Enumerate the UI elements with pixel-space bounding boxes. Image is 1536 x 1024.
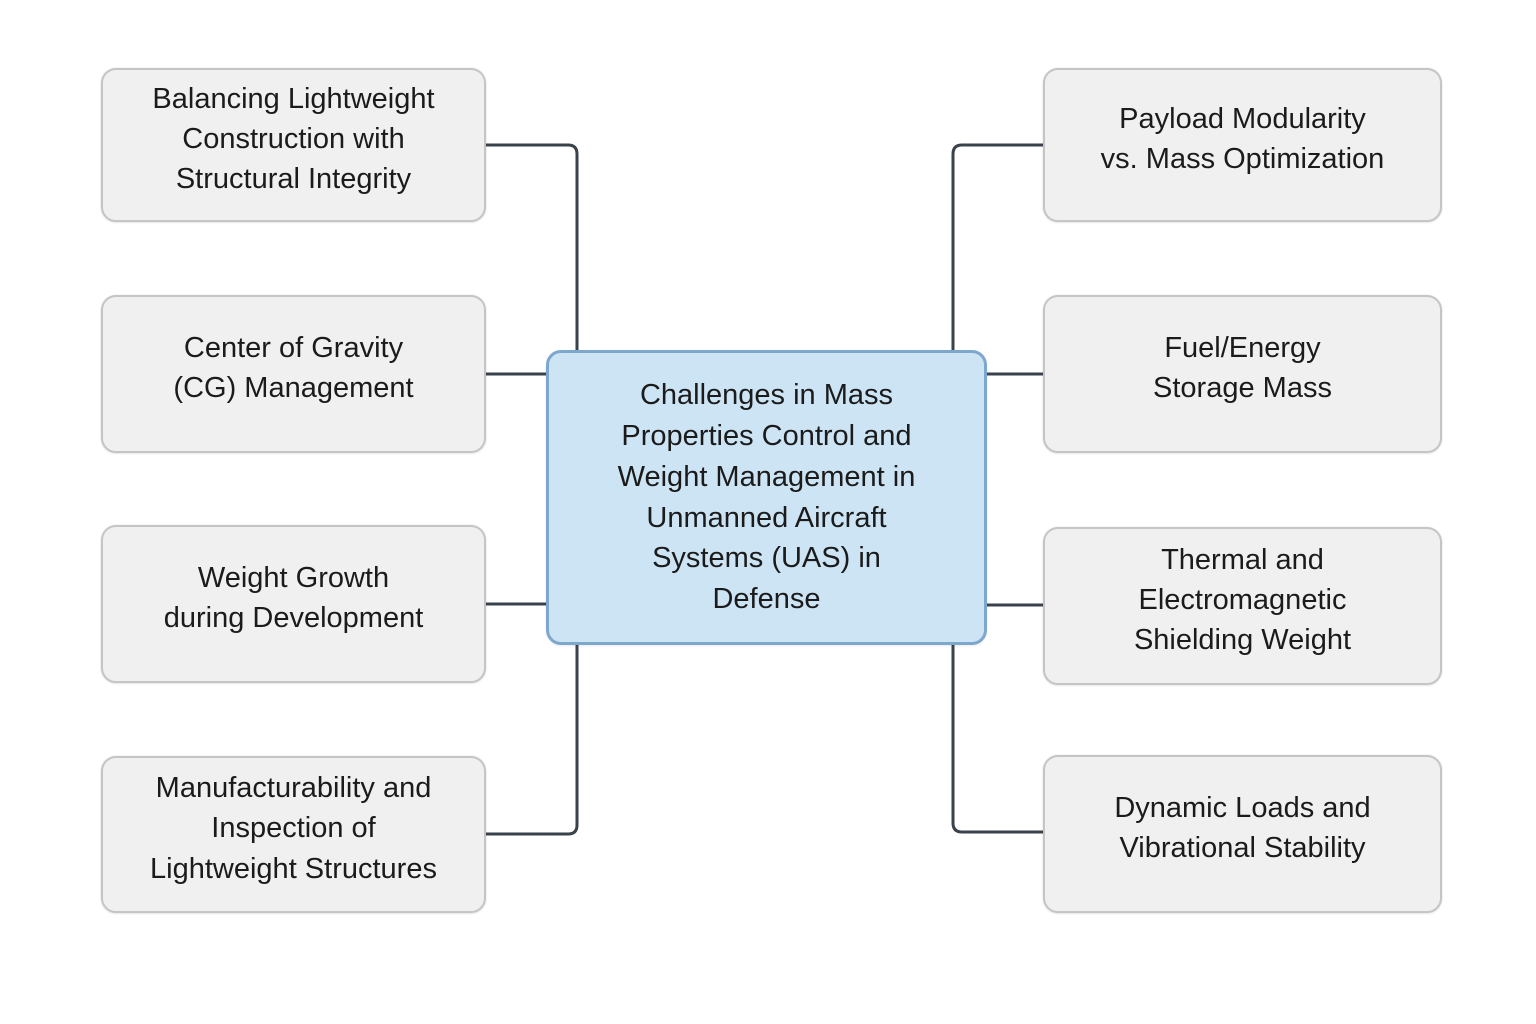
node-center-of-gravity-management: Center of Gravity (CG) Management bbox=[101, 295, 486, 453]
connector-right-top bbox=[951, 143, 1044, 352]
connector-left-top bbox=[486, 143, 579, 352]
connector-right-bottom bbox=[951, 643, 1044, 834]
node-fuel-energy-storage-mass: Fuel/Energy Storage Mass bbox=[1043, 295, 1442, 453]
center-node-challenges-mass-properties-uas-defense: Challenges in Mass Properties Control an… bbox=[546, 350, 987, 645]
node-payload-modularity-vs-mass-optimization: Payload Modularity vs. Mass Optimization bbox=[1043, 68, 1442, 222]
node-weight-growth-during-development: Weight Growth during Development bbox=[101, 525, 486, 683]
node-dynamic-loads-vibrational-stability: Dynamic Loads and Vibrational Stability bbox=[1043, 755, 1442, 913]
node-thermal-electromagnetic-shielding-weight: Thermal and Electromagnetic Shielding We… bbox=[1043, 527, 1442, 685]
node-manufacturability-and-inspection: Manufacturability and Inspection of Ligh… bbox=[101, 756, 486, 913]
node-balancing-lightweight-construction: Balancing Lightweight Construction with … bbox=[101, 68, 486, 222]
connector-left-bottom bbox=[486, 643, 579, 836]
